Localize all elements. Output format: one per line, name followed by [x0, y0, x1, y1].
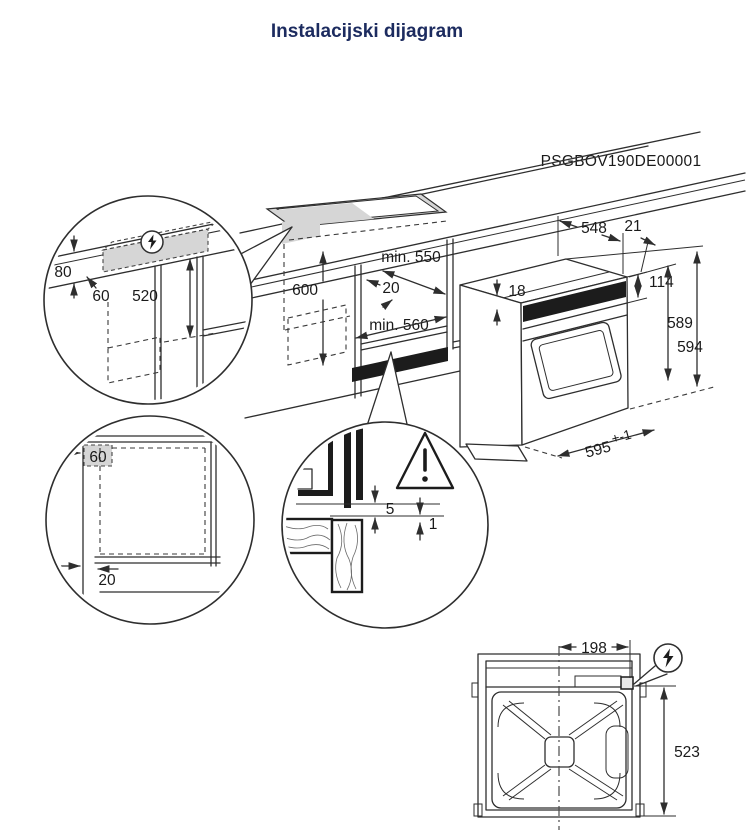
electrical-icon: [633, 643, 683, 687]
dim-panel-thickness: 20: [382, 280, 400, 297]
oven-control-band: [523, 281, 626, 322]
dim-oven-height-total: 594: [677, 339, 703, 356]
cabinet-niche-drawing: 600 min. 550 20 min. 560: [232, 131, 746, 419]
dim-oven-width-tolerance: +-1: [610, 427, 633, 447]
dim-bottom-offset: 20: [98, 572, 116, 589]
connection-zone-shaded: [282, 214, 320, 244]
oven-drawing: 548 21 18 114 589 594 595 +-1: [459, 216, 715, 462]
warning-triangle-icon: [395, 431, 455, 490]
dim-gap-above: 80: [54, 264, 72, 281]
detail-side-view: 60 20: [45, 415, 255, 625]
dim-oven-panel-height: 114: [649, 274, 674, 291]
detail-front-gap: 5 1: [281, 351, 489, 629]
dim-niche-height: 600: [292, 282, 318, 299]
dim-oven-width: 595: [583, 439, 612, 462]
dim-oven-front-protrusion: 21: [624, 218, 641, 235]
dim-niche-depth-bottom: min. 560: [369, 317, 429, 334]
connection-point: [620, 676, 634, 690]
dim-offset-60: 60: [92, 288, 110, 305]
electrical-icon: [140, 230, 164, 254]
page-title: Instalacijski dijagram: [271, 21, 463, 42]
oven-foot: [465, 443, 528, 462]
dim-oven-depth: 548: [581, 220, 607, 237]
lightning-bolt-icon: [148, 234, 157, 250]
oven-door-window: [530, 321, 622, 400]
dim-top-offset: 60: [89, 449, 107, 466]
dim-gap-5: 5: [386, 501, 395, 518]
dim-connection-offset: 198: [581, 640, 607, 657]
dim-niche-depth-top: min. 550: [381, 249, 441, 266]
dim-oven-height-body: 589: [667, 315, 693, 332]
dim-clearance-1: 1: [429, 516, 438, 533]
detail-electrical-connection: 80 60 520: [43, 195, 293, 405]
wood-panel: [286, 517, 364, 594]
dim-cable-height: 520: [132, 288, 158, 305]
dim-top-view-depth: 523: [674, 744, 700, 761]
plinth-strip: [352, 347, 448, 382]
detail-circle: [45, 415, 255, 625]
lightning-bolt-icon: [663, 648, 674, 668]
oven-top-view: 198 523: [471, 640, 700, 830]
dim-oven-top-trim: 18: [508, 283, 525, 300]
model-code: PSGBOV190DE00001: [541, 153, 702, 170]
connection-box: [83, 444, 113, 467]
